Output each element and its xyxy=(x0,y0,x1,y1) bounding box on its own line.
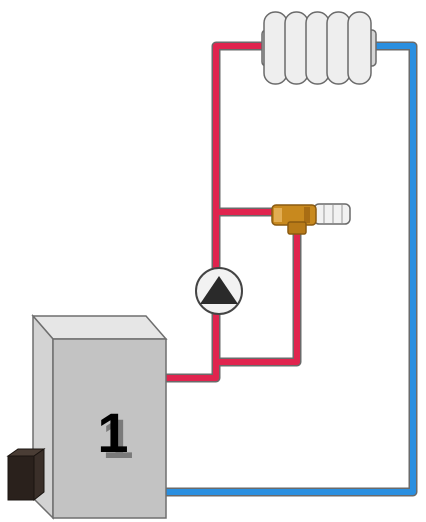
boiler-number: 1 xyxy=(97,401,128,464)
circulation-pump-icon xyxy=(195,267,243,315)
return-pipe xyxy=(162,41,418,497)
thermostatic-valve-icon xyxy=(271,203,351,235)
boiler-icon: 1 1 xyxy=(31,313,168,520)
boiler-number-shadow: 1 xyxy=(102,407,133,470)
radiator-icon xyxy=(261,11,377,85)
burner-box-icon xyxy=(6,448,46,502)
supply-pipe xyxy=(162,41,302,383)
